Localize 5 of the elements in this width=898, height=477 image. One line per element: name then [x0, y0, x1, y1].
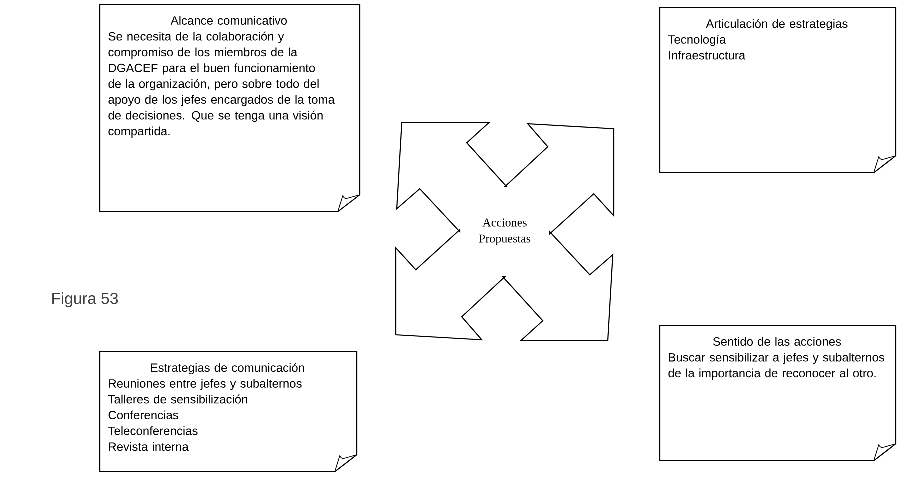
note-card: Articulación de estrategias Tecnología Infraestructura — [659, 7, 897, 174]
note-card: Alcance comunicativo Se necesita de la colaboración y compromiso de los miembros de la DGACEF para el buen funcionamiento de la organización, pero sobre todo del apoyo de los jefes encargados de la toma de decisiones. Que se tenga una visión compartida. — [99, 4, 361, 213]
figure-label: Figura 53 — [52, 292, 118, 308]
note-card: Sentido de las acciones Buscar sensibilizar a jefes y subalternos de la importancia de reconocer al otro. — [659, 325, 897, 462]
note-card: Estrategias de comunicación Reuniones entre jefes y subalternos Talleres de sensibilización Conferencias Teleconferencias Revista interna — [99, 351, 358, 473]
